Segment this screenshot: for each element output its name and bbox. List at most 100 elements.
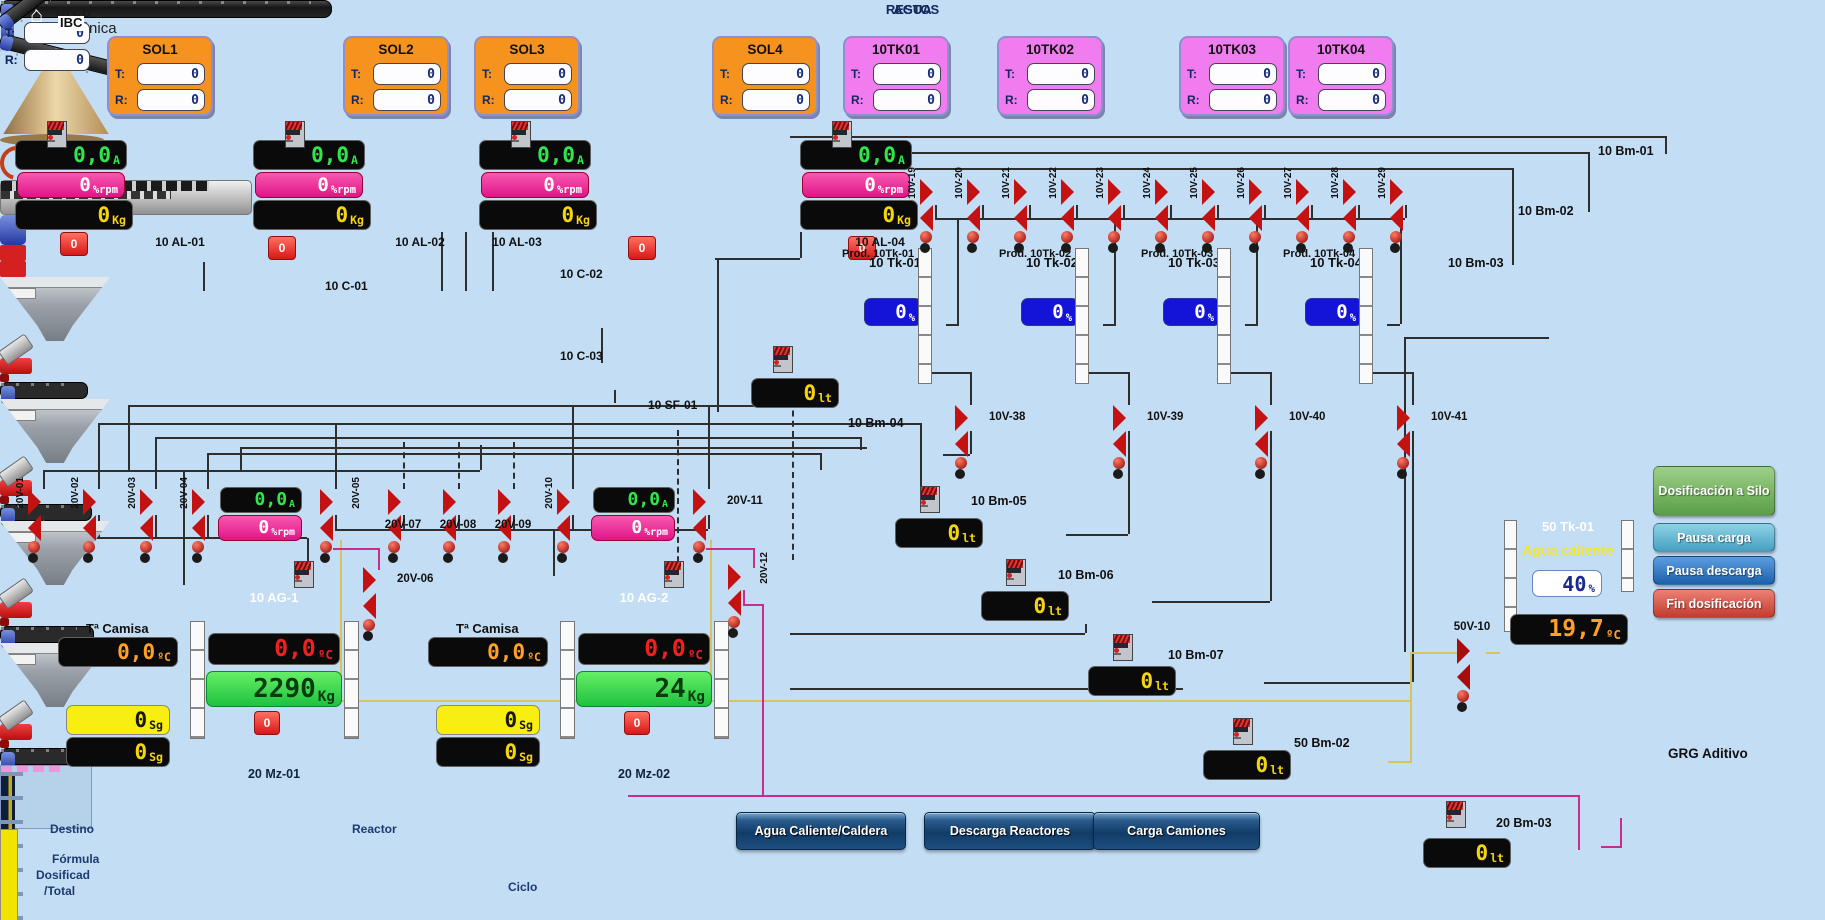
valve-10V-22-label: 10V-22 [1048,167,1059,199]
valve-10V-27-ball [1296,231,1308,243]
valve-10V-24-body-r [1155,205,1168,231]
screw-feeder-1[interactable] [0,382,88,404]
pump-label-5: 50 Bm-02 [1294,736,1350,750]
feed-panel-r-field[interactable]: 0 [1209,89,1277,111]
valve-10V-27[interactable] [1296,179,1326,253]
valve-20V-03[interactable] [140,489,170,563]
valve-10V-19[interactable] [920,179,950,253]
valve-10V-28[interactable] [1343,179,1373,253]
valve-20V-03-body-r [140,515,153,541]
feed-panel-r-field[interactable]: 0 [742,89,810,111]
valve-20V-08-actuator [443,553,453,563]
valve-10V-23[interactable] [1108,179,1138,253]
home-button[interactable]: ⌂ [30,2,44,27]
feed-panel-t-field[interactable]: 0 [137,63,205,85]
feed-panel-t-field[interactable]: 0 [1318,63,1386,85]
valve-20V-12[interactable] [728,564,758,638]
valve-20V-04[interactable] [192,489,222,563]
hopper-1[interactable] [0,277,110,341]
valve-20V-05[interactable] [320,489,350,563]
valve-10V-38[interactable] [955,405,985,479]
hot-tank-name: 50 Tk-01 [1541,519,1595,534]
valve-50V-10-actuator [1457,702,1467,712]
valve-20V-09[interactable] [498,489,528,563]
valve-10V-22[interactable] [1061,179,1091,253]
valve-10V-39[interactable] [1113,405,1143,479]
feed-panel-t-field[interactable]: 0 [742,63,810,85]
hopper-1-rpm-display: 0%rpm [17,172,125,198]
bottom-button-3[interactable]: Carga Camiones [1093,812,1260,850]
pipe [920,423,922,510]
side-button-4[interactable]: Fin dosificación [1653,589,1775,618]
feed-panel-t-field[interactable]: 0 [1027,63,1095,85]
valve-20V-07[interactable] [388,489,418,563]
valve-10V-41[interactable] [1397,405,1427,479]
valve-20V-10[interactable] [557,489,587,563]
hopper-2[interactable] [0,399,110,463]
valve-10V-21-body-l [1014,179,1027,205]
bottom-button-2[interactable]: Descarga Reactores [924,812,1096,850]
dosing-data-table [0,765,92,920]
pipe [1358,205,1360,218]
valve-10V-24[interactable] [1155,179,1185,253]
side-button-2[interactable]: Pausa carga [1653,523,1775,552]
valve-10V-20-actuator [967,243,977,253]
valve-10V-38-actuator [955,469,965,479]
valve-10V-29[interactable] [1390,179,1420,253]
feed-panel-r-field[interactable]: 0 [873,89,941,111]
feed-panel-r-field[interactable]: 0 [1027,89,1095,111]
valve-10V-26[interactable] [1249,179,1279,253]
counter-6-display-unit: lt [1490,851,1504,866]
valve-20V-11[interactable] [693,489,723,563]
feed-panel-r-field[interactable]: 0 [504,89,572,111]
valve-20V-08[interactable] [443,489,473,563]
feed-panel-t-field[interactable]: 0 [873,63,941,85]
feed-panel-t-field[interactable]: 0 [504,63,572,85]
pipe [708,515,710,529]
valve-20V-01[interactable] [28,489,58,563]
valve-10V-29-actuator [1390,243,1400,253]
valve-10V-22-body-r [1061,205,1074,231]
pipe [1388,761,1412,763]
side-button-3[interactable]: Pausa descarga [1653,556,1775,585]
valve-10V-20-body-r [967,205,980,231]
tank-4-level-display: 0% [1305,298,1363,326]
hopper-3-rpm-display-unit: %rpm [556,183,582,196]
feed-panel-r-field[interactable]: 0 [137,89,205,111]
pipe [1578,795,1580,850]
pipe [743,604,764,606]
valve-50V-10[interactable] [1457,638,1487,712]
side-button-1[interactable]: Dosificación a Silo [1653,466,1775,516]
feed-panel-r-field[interactable]: 0 [1318,89,1386,111]
valve-20V-02[interactable] [83,489,113,563]
feed-panel-t-field[interactable]: 0 [373,63,441,85]
feed-panel-r-field[interactable]: 0 [373,89,441,111]
bottom-button-1[interactable]: Agua Caliente/Caldera [736,812,906,850]
feed-panel-t-field[interactable]: 0 [1209,63,1277,85]
valve-10V-20[interactable] [967,179,997,253]
valve-10V-40[interactable] [1255,405,1285,479]
valve-10V-25[interactable] [1202,179,1232,253]
pipe [1512,168,1514,265]
valve-10V-20-label: 10V-20 [954,167,965,199]
pipe [1400,218,1402,324]
restos-panel-r-field[interactable]: 0 [24,49,90,71]
valve-10V-28-body-l [1343,179,1356,205]
pipe [715,258,800,260]
hopper-green-light-icon [0,318,19,337]
valve-20V-03-label: 20V-03 [127,477,138,509]
valve-20V-06[interactable] [363,567,393,641]
valve-10V-21[interactable] [1014,179,1044,253]
mixer-1-weight-display-unit: Kg [317,688,335,705]
